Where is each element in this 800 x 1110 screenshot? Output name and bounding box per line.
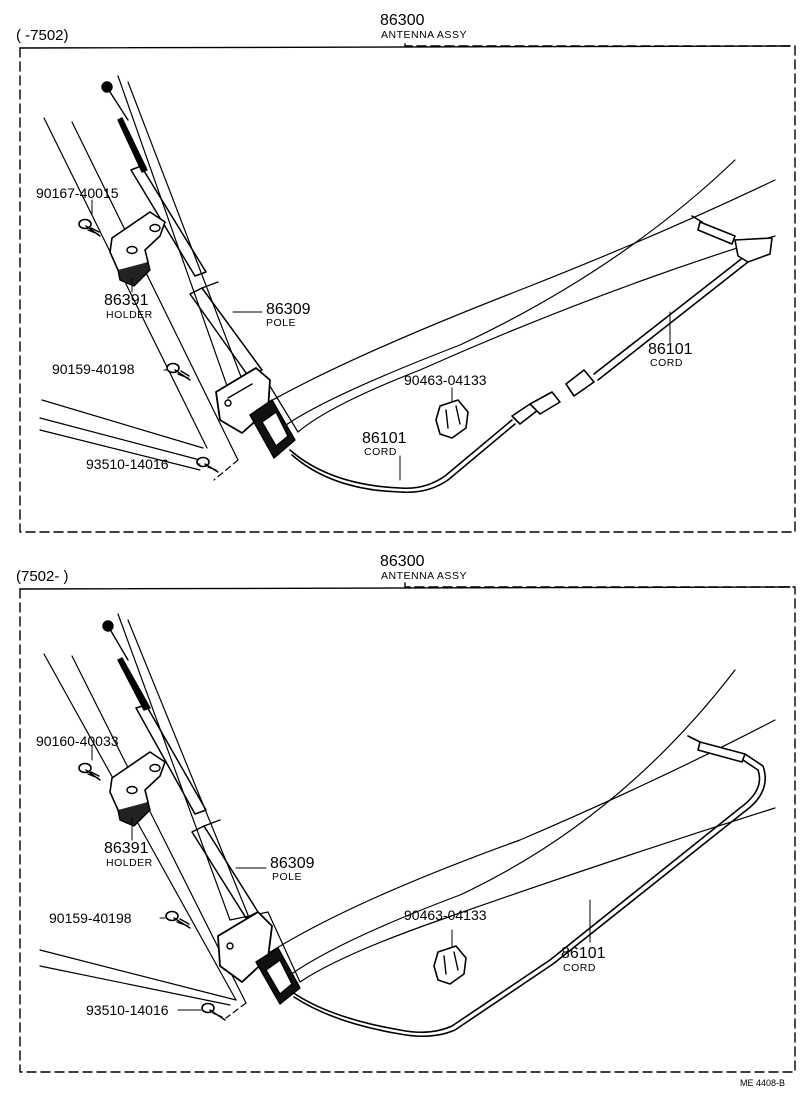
clamp-bottom bbox=[433, 945, 467, 985]
part-number-screw-b: 90159-40198 bbox=[52, 361, 135, 377]
diagram-bottom bbox=[19, 580, 796, 1073]
cord-upper-name-label: CORD bbox=[650, 357, 683, 369]
pole-number-label: 86309 bbox=[266, 301, 311, 318]
holder-number-label: 86391 bbox=[104, 292, 149, 309]
holder-name-label: HOLDER bbox=[106, 309, 153, 321]
leaders-top bbox=[91, 199, 671, 481]
screws-bottom bbox=[78, 762, 226, 1021]
cord-lower-number-label: 86101 bbox=[362, 430, 407, 447]
cord-name-label-2: CORD bbox=[563, 962, 596, 974]
leaders-bottom bbox=[91, 745, 591, 1011]
holder-bottom bbox=[109, 751, 166, 827]
part-number-screw-b-2: 90159-40198 bbox=[49, 910, 132, 926]
frame-top bbox=[19, 39, 796, 533]
frame-top-edge bbox=[19, 45, 791, 49]
part-number-screw-c: 93510-14016 bbox=[86, 456, 169, 472]
assy-number-label: 86300 bbox=[380, 12, 425, 29]
part-number-clamp-2: 90463-04133 bbox=[404, 907, 487, 923]
part-number-screw-c-2: 93510-14016 bbox=[86, 1002, 169, 1018]
cord-number-label-2: 86101 bbox=[561, 945, 606, 962]
part-number-screw-a-2: 90160-40033 bbox=[36, 733, 119, 749]
antenna-mast-top bbox=[101, 81, 263, 378]
windshield-lines-bottom bbox=[39, 613, 776, 1019]
cord-top bbox=[289, 215, 773, 494]
cord-upper-number-label: 86101 bbox=[648, 341, 693, 358]
pole-number-label-2: 86309 bbox=[270, 855, 315, 872]
holder-name-label-2: HOLDER bbox=[106, 857, 153, 869]
antenna-base-bottom bbox=[217, 911, 301, 1005]
holder-top bbox=[109, 211, 166, 287]
diagram-top bbox=[19, 39, 796, 533]
assy-number-label-2: 86300 bbox=[380, 553, 425, 570]
part-number-screw-a: 90167-40015 bbox=[36, 185, 119, 201]
part-number-clamp: 90463-04133 bbox=[404, 372, 487, 388]
assy-name-label-2: ANTENNA ASSY bbox=[381, 570, 467, 582]
holder-number-label-2: 86391 bbox=[104, 840, 149, 857]
frame-bottom bbox=[19, 580, 796, 1073]
cord-bottom bbox=[291, 735, 766, 1038]
pole-name-label: POLE bbox=[266, 317, 297, 329]
frame-bottom-edge bbox=[19, 586, 791, 590]
windshield-lines-top bbox=[39, 75, 776, 481]
cord-lower-name-label: CORD bbox=[364, 446, 397, 458]
production-range-label: ( -7502) bbox=[16, 27, 69, 44]
clamp-top bbox=[435, 399, 469, 439]
assy-name-label: ANTENNA ASSY bbox=[381, 29, 467, 41]
production-range-label-2: (7502- ) bbox=[16, 568, 69, 585]
antenna-mast-bottom bbox=[102, 620, 259, 919]
drawing-code: ME 4408-B bbox=[740, 1078, 786, 1088]
antenna-base-top bbox=[215, 367, 296, 459]
screws-top bbox=[78, 218, 219, 473]
pole-name-label-2: POLE bbox=[272, 871, 303, 883]
